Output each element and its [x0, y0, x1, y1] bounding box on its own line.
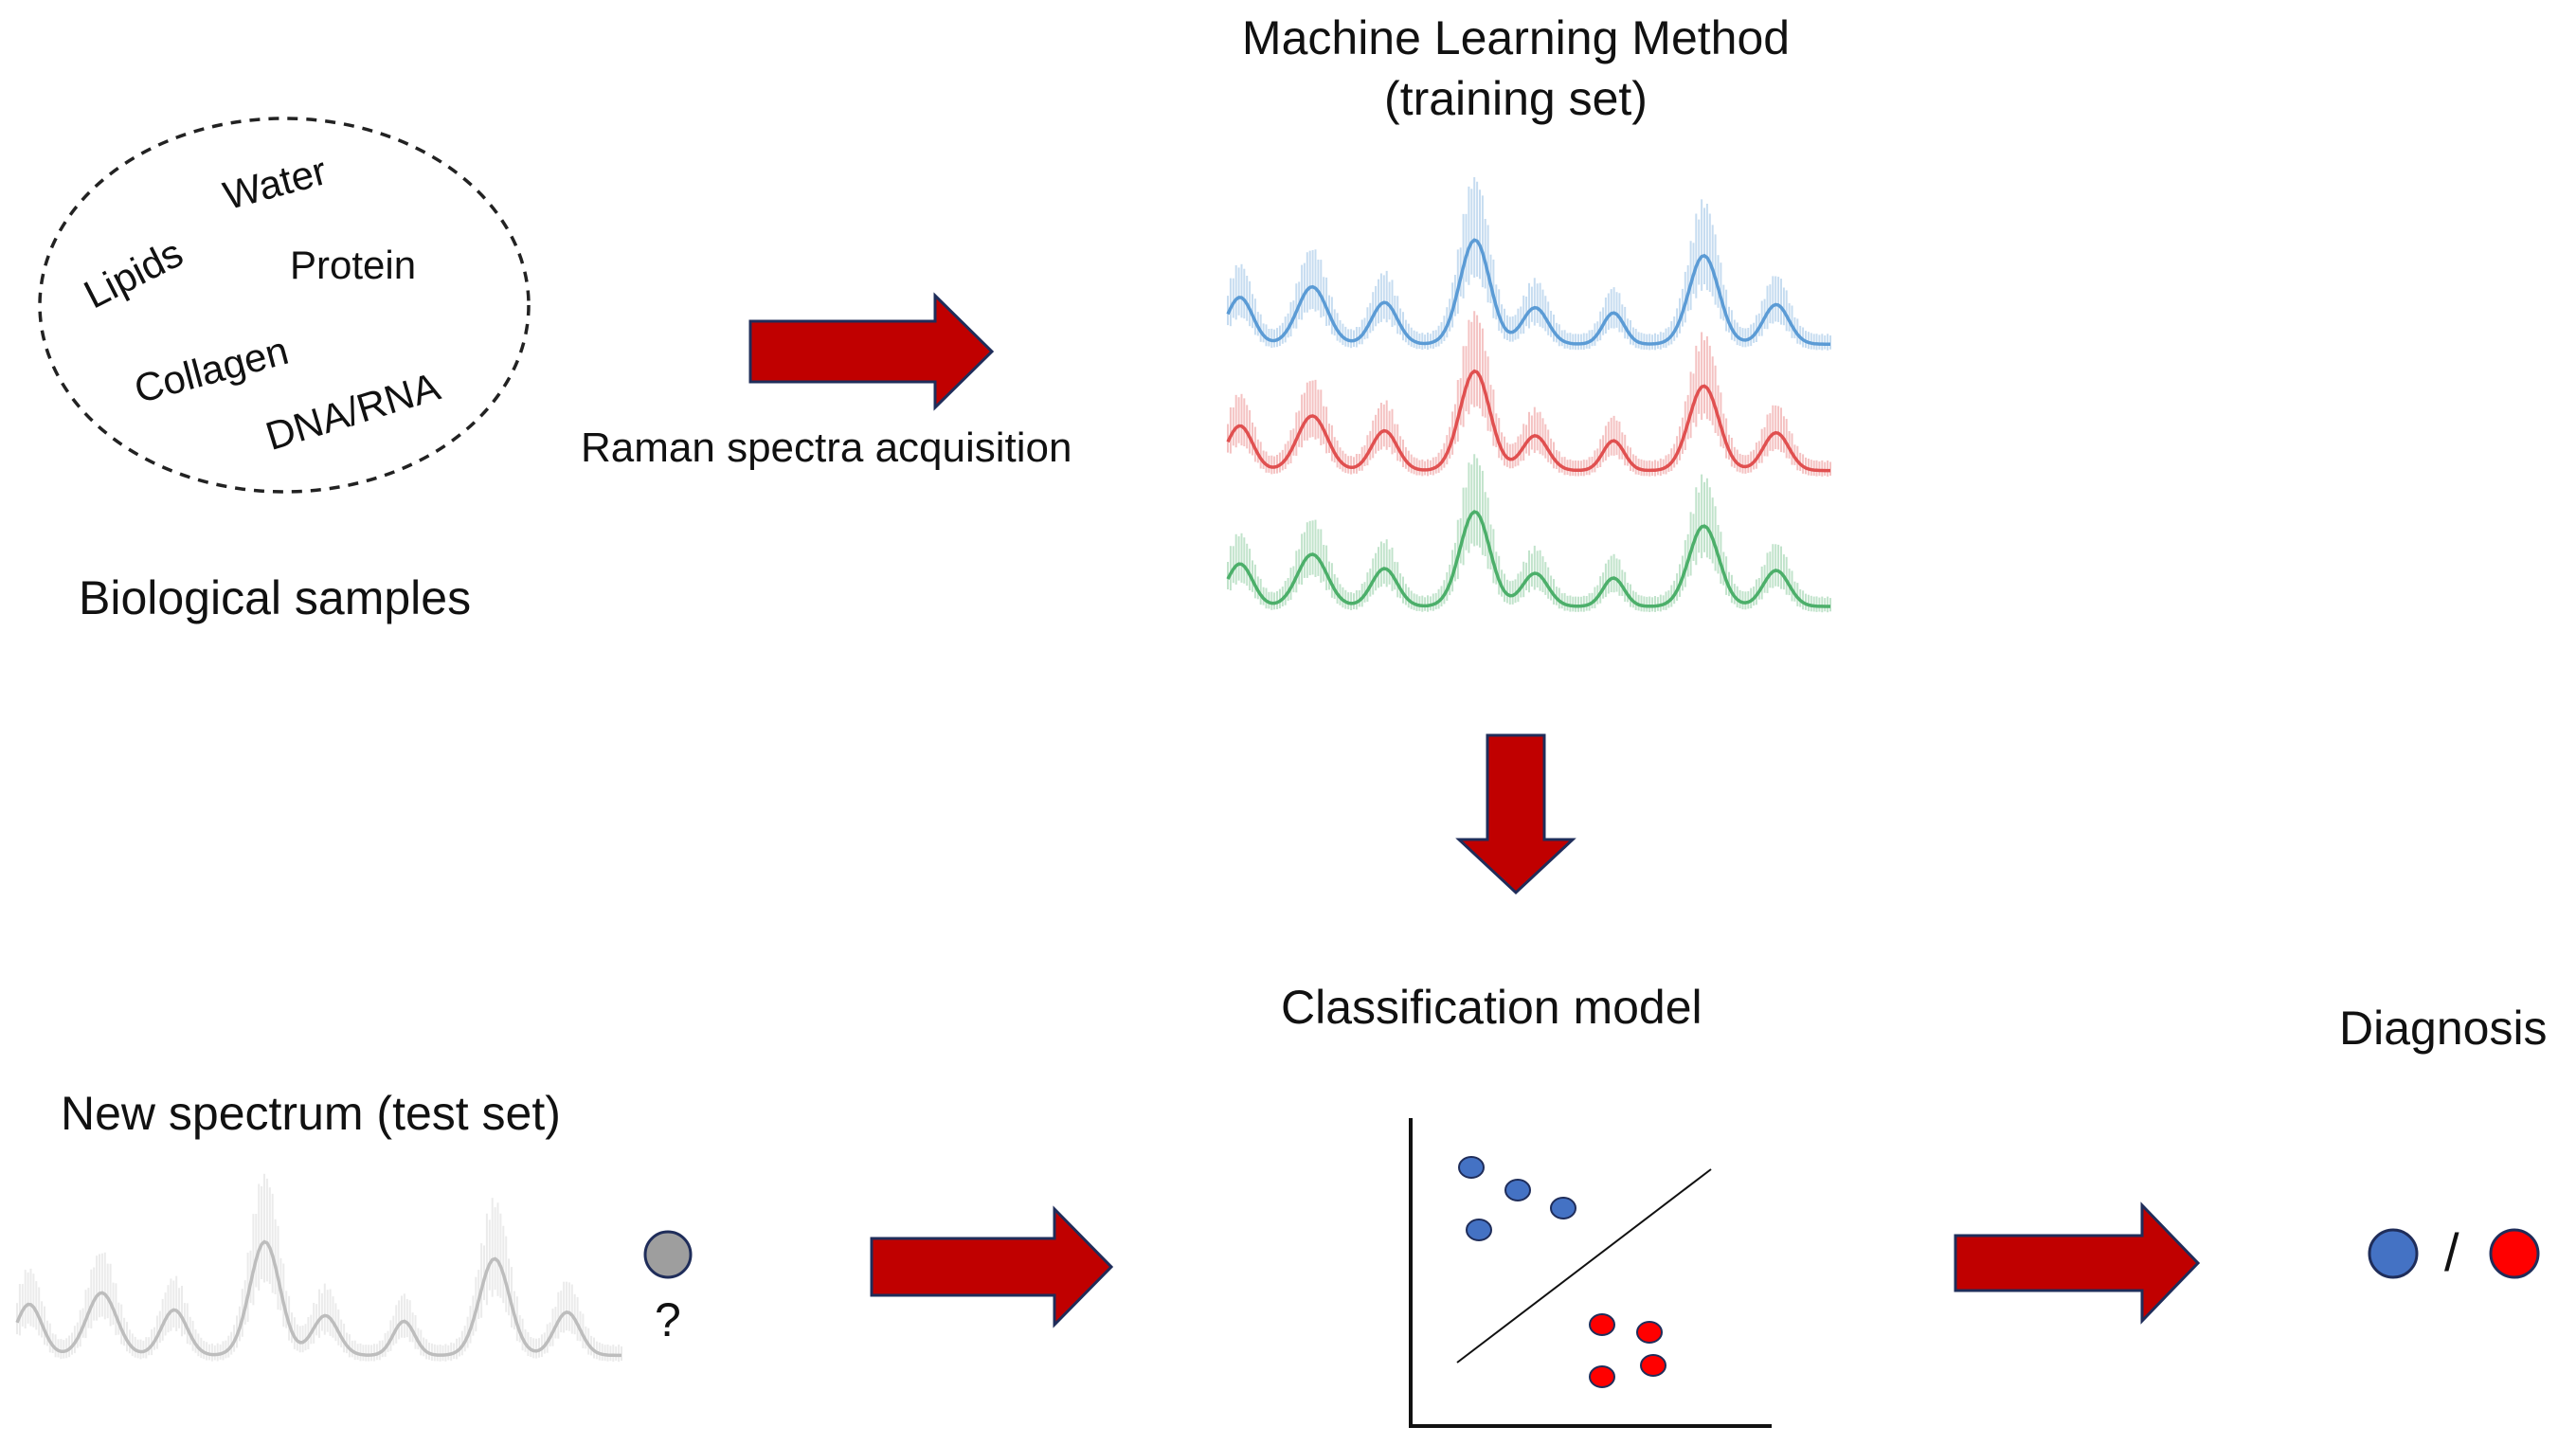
diagnosis-red-dot	[2489, 1228, 2540, 1279]
red-point	[1640, 1354, 1666, 1377]
unknown-sample-dot	[643, 1230, 693, 1279]
arrow-right-to-diagnosis	[1954, 1201, 2201, 1325]
blue-point	[1550, 1197, 1576, 1219]
arrow-right-acquisition	[748, 292, 995, 411]
diagnosis-blue-dot	[2368, 1228, 2419, 1279]
ml-method-title-line2: (training set)	[1384, 71, 1648, 125]
classification-plot	[1409, 1118, 1772, 1428]
red-point	[1589, 1313, 1615, 1336]
blue-point	[1504, 1179, 1531, 1201]
ml-method-title-line1: Machine Learning Method	[1241, 11, 1791, 64]
blue-point	[1458, 1156, 1485, 1179]
sample-word-protein: Protein	[290, 243, 417, 287]
red-point	[1636, 1321, 1663, 1344]
diagnosis-title: Diagnosis	[2339, 1002, 2548, 1055]
arrow-down-to-model	[1455, 733, 1576, 895]
spectrum-mean-line	[1226, 510, 1830, 608]
biological-samples-caption: Biological samples	[79, 571, 472, 624]
test-spectrum-gray	[15, 1173, 622, 1363]
training-spectrum-blue	[1226, 177, 1831, 351]
diagnosis-separator: /	[2444, 1222, 2459, 1282]
spectrum-mean-line	[15, 1239, 621, 1358]
ml-method-title: Machine Learning Method (training set)	[1137, 11, 1895, 126]
red-point	[1589, 1365, 1615, 1388]
spectrum-mean-line	[1226, 238, 1830, 346]
blue-point	[1466, 1219, 1492, 1241]
raman-acquisition-label: Raman spectra acquisition	[581, 424, 1072, 471]
classification-model-title: Classification model	[1281, 981, 1702, 1034]
decision-boundary	[1456, 1168, 1712, 1364]
training-spectrum-red	[1226, 311, 1831, 477]
training-spectrum-green	[1226, 454, 1831, 613]
arrow-right-to-model	[870, 1205, 1114, 1328]
unknown-question-mark: ?	[655, 1293, 681, 1346]
spectrum-mean-line	[1226, 369, 1830, 473]
test-set-title: New spectrum (test set)	[61, 1087, 561, 1140]
